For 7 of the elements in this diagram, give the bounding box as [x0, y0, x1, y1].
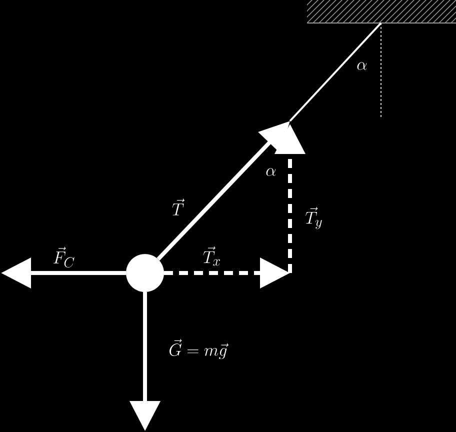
force-label: $\vec{F}_{C}$	[54, 246, 74, 268]
angle-label: $\alpha$	[266, 168, 276, 176]
force-label: $\vec{T}_{y}$	[306, 207, 322, 230]
force-label: $\vec{G}=m\vec{g}$	[170, 339, 229, 360]
force-label: $\vec{T}_{x}$	[203, 246, 220, 266]
angle-label: $\alpha$	[357, 62, 367, 70]
force-label: $\vec{T}$	[172, 198, 184, 216]
